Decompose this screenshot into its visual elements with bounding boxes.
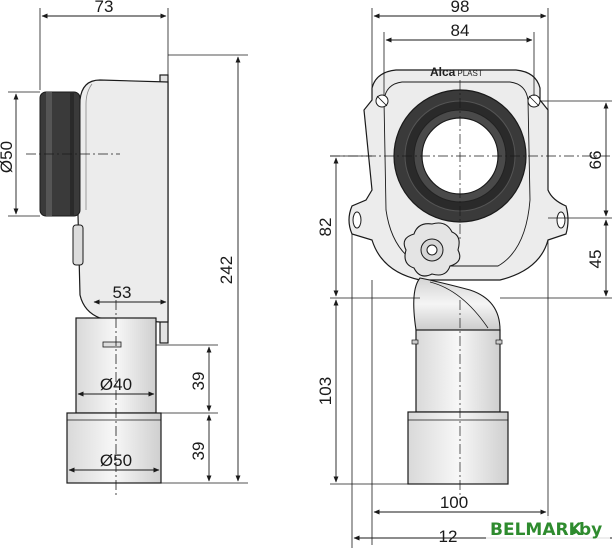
front-slot-left [352,211,362,229]
dim-label-d40: Ø40 [100,375,132,394]
side-clip [72,224,84,266]
watermark: BELMARK by [486,516,610,542]
dim-label-total-width: 12 [439,527,458,546]
dim-label-66: 66 [586,151,605,170]
front-valve-knob [403,222,461,277]
front-outlet-pipe [415,329,501,413]
dim-label-103: 103 [316,377,335,405]
dim-label-53: 53 [113,283,132,302]
dim-label-82: 82 [316,218,335,237]
watermark-text: BELMARK [490,520,583,540]
watermark-dot [571,529,577,535]
dim-label-98: 98 [451,0,470,16]
dim-label-84: 84 [451,21,470,40]
dim-label-45: 45 [586,250,605,269]
dim-label-d50-outlet: Ø50 [100,451,132,470]
front-slot-right [556,211,566,229]
dim-label-73: 73 [95,0,114,16]
side-outlet-socket [66,412,162,484]
front-bend [413,277,501,331]
front-outlet-socket [407,411,509,485]
dim-label-39-lower: 39 [189,442,208,461]
side-view: 73 Ø50 53 242 39 39 Ø40 Ø50 [0,0,248,498]
dim-label-100: 100 [440,493,468,512]
dim-label-side-d50: Ø50 [0,141,16,173]
dim-label-39-upper: 39 [189,372,208,391]
watermark-tld: by [579,520,602,540]
dim-label-242: 242 [217,256,236,284]
